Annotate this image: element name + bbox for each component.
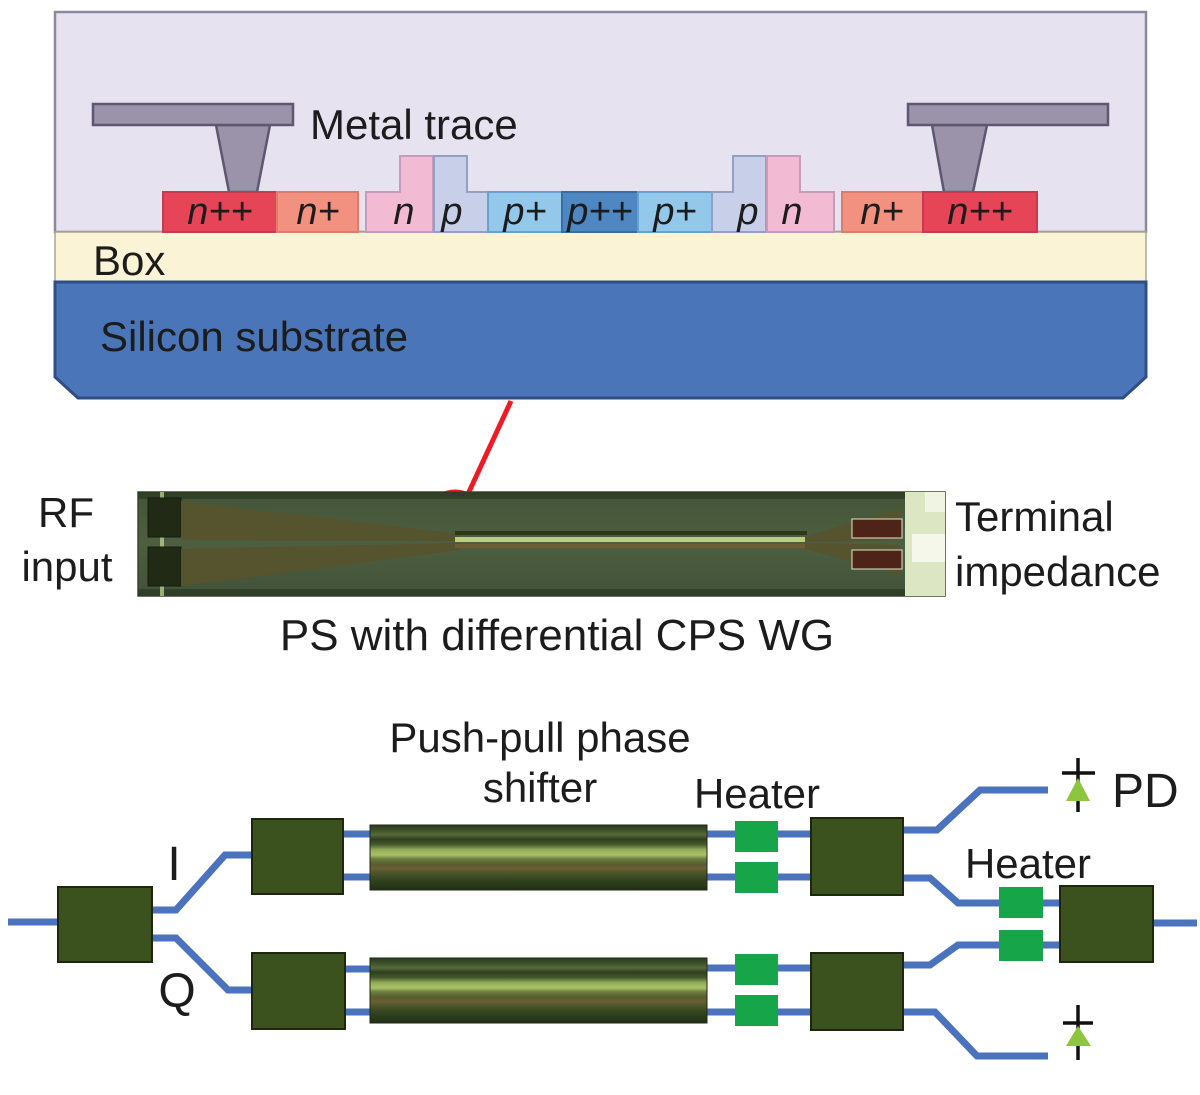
cross-section-diagram: n++ n+ n p p+ p++ p+ p n n+ n++ Metal tr… xyxy=(53,10,1148,400)
q-combiner xyxy=(810,952,904,1031)
dope-label-p-right: p xyxy=(736,191,758,233)
rf-pad-bottom xyxy=(147,546,182,587)
dope-label-pp-right: p+ xyxy=(652,191,696,233)
micrograph-facet-line xyxy=(160,492,164,596)
micrograph-bottom-band xyxy=(138,589,945,596)
box-label: Box xyxy=(93,237,165,284)
dope-label-n-right: n xyxy=(781,191,802,233)
input-splitter xyxy=(57,886,153,963)
schematic-title-line2: shifter xyxy=(483,764,597,811)
waveguide-line xyxy=(455,537,807,542)
substrate-label: Silicon substrate xyxy=(100,313,408,360)
device-photo: RF input Terminal impedance PS with diff… xyxy=(21,489,1160,660)
branch-q-label: Q xyxy=(158,965,195,1018)
dope-label-ppp: p++ xyxy=(566,191,633,233)
i-combiner xyxy=(810,817,904,896)
wire-q-to-pd xyxy=(903,1008,1048,1060)
cps-gap-line-top xyxy=(455,531,807,535)
photo-caption: PS with differential CPS WG xyxy=(280,611,834,660)
region-np-left xyxy=(276,191,359,233)
heater-label-right: Heater xyxy=(965,840,1091,887)
micrograph-top-band xyxy=(138,492,945,499)
terminal-white-block xyxy=(912,534,945,562)
heater-label-top: Heater xyxy=(694,770,820,817)
wire-i-to-pd xyxy=(903,786,1048,834)
pointer-line xyxy=(465,399,514,496)
heater-i-upper xyxy=(735,821,778,852)
wire-split-to-i xyxy=(152,851,252,914)
heater-i-lower xyxy=(735,862,778,893)
dope-label-np-right: n+ xyxy=(860,191,903,233)
cps-gap-line-bottom xyxy=(455,544,807,548)
region-npp-left xyxy=(162,191,278,233)
rf-input-label-line1: RF xyxy=(38,489,94,536)
metal-trace-left xyxy=(91,102,295,127)
box-layer xyxy=(54,231,1147,283)
metal-trace-right xyxy=(906,102,1110,127)
dope-label-np-left: n+ xyxy=(296,191,339,233)
electrode-taper-top xyxy=(181,501,460,541)
dope-label-npp-right: n++ xyxy=(947,191,1013,233)
photodiode-top-icon xyxy=(1062,758,1095,812)
i-splitter xyxy=(251,818,344,895)
metal-trace-label: Metal trace xyxy=(310,101,518,148)
pd-label: PD xyxy=(1112,765,1179,818)
region-pp-left xyxy=(487,191,563,233)
pd-top-triangle xyxy=(1066,778,1090,801)
photodiode-bottom-icon xyxy=(1063,1005,1093,1060)
wire-split-to-q xyxy=(152,934,252,994)
heater-q-lower xyxy=(735,995,778,1026)
output-combiner xyxy=(1059,885,1154,963)
schematic-title-line1: Push-pull phase xyxy=(389,714,690,761)
terminal-resistor-bottom xyxy=(851,549,903,570)
branch-i-label: I xyxy=(167,838,180,891)
dope-label-npp-left: n++ xyxy=(187,191,253,233)
heater-output-upper xyxy=(999,887,1043,918)
region-npp-right xyxy=(922,191,1038,233)
heater-q-upper xyxy=(735,954,778,985)
q-splitter xyxy=(251,952,346,1030)
dope-label-n-left: n xyxy=(393,191,414,233)
electrode-taper-bottom xyxy=(181,543,460,586)
terminal-white-corner xyxy=(925,492,945,512)
rf-pad-top xyxy=(147,497,182,538)
terminal-resistor-top xyxy=(851,518,903,539)
iq-schematic: Push-pull phase shifter Heater Heater PD… xyxy=(8,714,1197,1060)
silicon-substrate xyxy=(53,280,1148,400)
pd-bottom-triangle xyxy=(1066,1026,1091,1046)
heater-output-lower xyxy=(999,930,1043,961)
terminal-impedance-label-line1: Terminal xyxy=(955,493,1114,540)
region-n-right xyxy=(766,155,835,233)
terminal-impedance-label-line2: impedance xyxy=(955,548,1160,595)
rf-input-label-line2: input xyxy=(21,543,112,590)
phase-shifter-stripe-i xyxy=(369,824,708,891)
phase-shifter-stripe-q xyxy=(369,957,708,1024)
dope-label-p-left: p xyxy=(440,191,462,233)
dope-label-pp-left: p+ xyxy=(502,191,546,233)
